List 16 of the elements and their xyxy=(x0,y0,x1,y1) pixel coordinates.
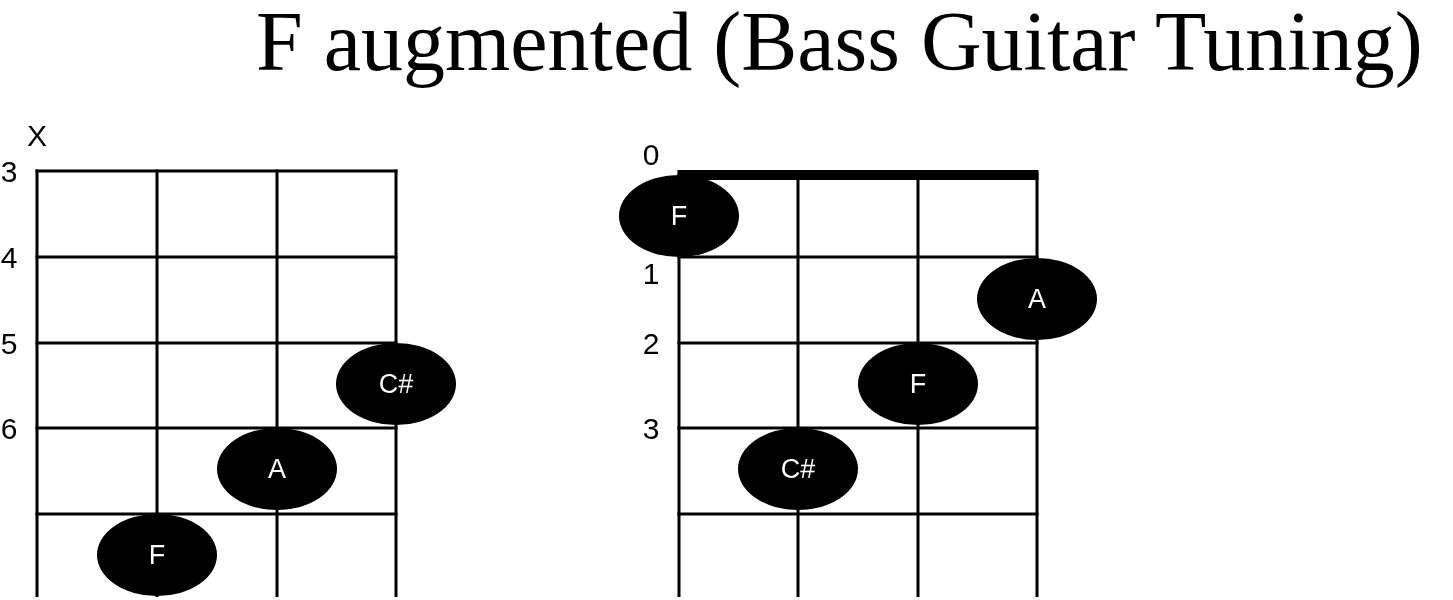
fret-number: 2 xyxy=(642,329,660,359)
finger-dot: F xyxy=(97,514,217,596)
finger-dot: C# xyxy=(738,428,858,510)
fret-number: 5 xyxy=(0,329,18,359)
muted-string-mark: X xyxy=(27,121,47,151)
finger-dot: F xyxy=(858,343,978,425)
finger-dot: A xyxy=(217,428,337,510)
finger-dot: A xyxy=(977,258,1097,340)
fret-number: 1 xyxy=(642,259,660,289)
finger-dot: F xyxy=(619,175,739,257)
fret-number: 3 xyxy=(642,414,660,444)
finger-dot: C# xyxy=(336,343,456,425)
fret-number: 4 xyxy=(0,243,18,273)
fret-number: 0 xyxy=(642,140,660,170)
fret-number: 6 xyxy=(0,414,18,444)
fret-number: 3 xyxy=(0,157,18,187)
